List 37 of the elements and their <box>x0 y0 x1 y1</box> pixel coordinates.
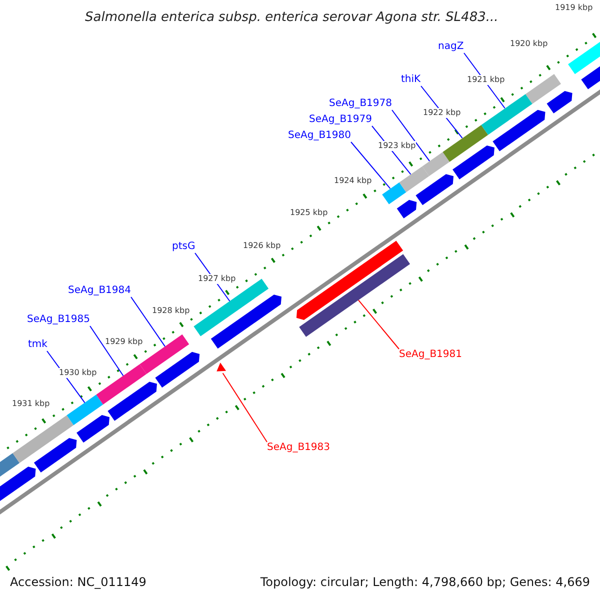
leader-line <box>130 296 166 347</box>
gene-label: SeAg_B1985 <box>27 314 90 326</box>
gene-label: SeAg_B1978 <box>329 98 392 110</box>
gene-bar <box>382 182 406 204</box>
gene-label: tmk <box>28 339 48 351</box>
gene-arrow-shape <box>296 240 404 320</box>
gene-label: SeAg_B1984 <box>68 285 131 297</box>
title: Salmonella enterica subsp. enterica serovar Agona str. SL483... <box>85 9 498 27</box>
tick-label: 1920 kbp <box>510 39 548 49</box>
gene-label: SeAg_B1980 <box>288 130 351 142</box>
gene-label: SeAg_B1979 <box>309 114 372 126</box>
leader-line <box>222 372 268 442</box>
tick-label: 1929 kbp <box>105 337 143 347</box>
tick-label: 1930 kbp <box>59 368 97 378</box>
tick-label: 1922 kbp <box>423 108 461 118</box>
tick-label: 1923 kbp <box>378 141 416 151</box>
tick-label: 1919 kbp <box>555 3 593 13</box>
gene-label: SeAg_B1983 <box>267 442 330 454</box>
gene-label: nagZ <box>438 41 464 53</box>
tick-label: 1921 kbp <box>467 75 505 85</box>
tick-label: 1931 kbp <box>12 399 50 409</box>
gene-triangle <box>216 362 226 372</box>
tick-label: 1928 kbp <box>152 306 190 316</box>
tick-label: 1925 kbp <box>290 208 328 218</box>
footer-text: Accession: NC_011149 <box>10 575 146 589</box>
gene-label: SeAg_B1981 <box>399 349 462 361</box>
tick-label: 1927 kbp <box>198 274 236 284</box>
leader-line <box>90 326 124 376</box>
gene-label: ptsG <box>172 241 196 253</box>
tick-label: 1924 kbp <box>334 176 372 186</box>
gene-label: thiK <box>401 74 421 86</box>
gene-bar <box>422 152 450 176</box>
leader-line <box>350 142 391 190</box>
footer-text: Topology: circular; Length: 4,798,660 bp; Genes: 4,669 <box>260 575 590 589</box>
leader-line <box>358 300 400 350</box>
tick-label: 1926 kbp <box>243 241 281 251</box>
leader-line <box>392 110 430 162</box>
